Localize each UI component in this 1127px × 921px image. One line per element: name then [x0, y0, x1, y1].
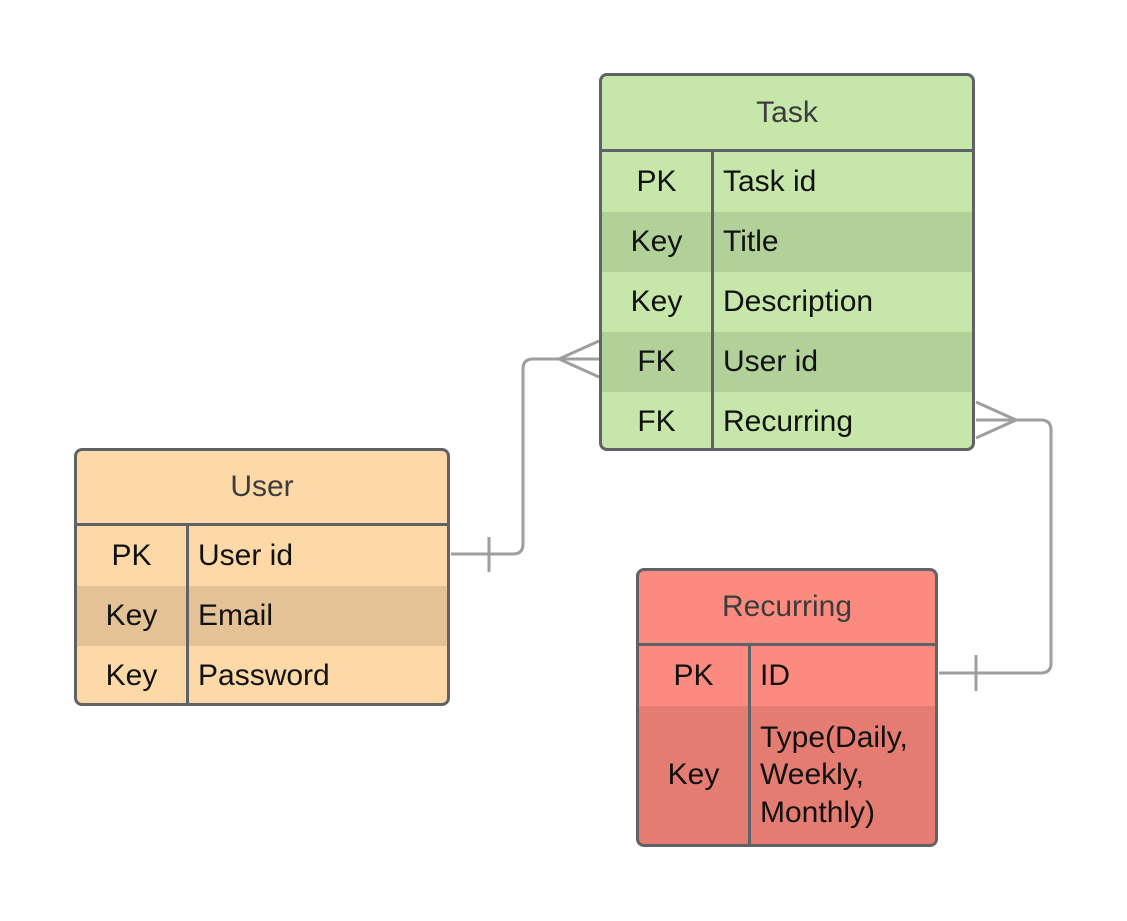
row-field-name: Email	[198, 599, 274, 633]
entity-row: Key Type(Daily, Weekly, Monthly)	[639, 706, 935, 844]
row-field-name: Recurring	[723, 405, 854, 439]
row-key: PK	[639, 646, 751, 706]
entity-title: User	[77, 451, 447, 526]
user-task-relationship	[451, 339, 600, 572]
entity-row: FK Recurring	[602, 392, 972, 448]
row-key: PK	[77, 526, 189, 586]
row-field-name: User id	[198, 539, 294, 573]
entity-row: PK User id	[77, 526, 447, 586]
task-entity[interactable]: Task PK Task id Key Title Key Descriptio…	[599, 73, 975, 451]
row-key: Key	[77, 586, 189, 646]
entity-title: Task	[602, 76, 972, 152]
row-key: Key	[639, 706, 751, 844]
entity-row: Key Password	[77, 646, 447, 703]
many-cardinality-crowsfoot-task	[555, 339, 600, 379]
recurring-task-connector-line	[939, 418, 1053, 675]
row-key: Key	[602, 212, 714, 272]
entity-row: Key Email	[77, 586, 447, 646]
many-cardinality-crowsfoot-task-recurring	[975, 400, 1020, 440]
user-task-connector-line	[451, 357, 599, 556]
recurring-task-relationship	[939, 400, 1053, 691]
entity-title: Recurring	[639, 571, 935, 646]
recurring-entity[interactable]: Recurring PK ID Key Type(Daily, Weekly, …	[636, 568, 938, 847]
row-key: PK	[602, 152, 714, 212]
entity-row: Key Title	[602, 212, 972, 272]
user-entity[interactable]: User PK User id Key Email Key Password	[74, 448, 450, 706]
entity-row: FK User id	[602, 332, 972, 392]
row-key: FK	[602, 392, 714, 448]
row-key: Key	[602, 272, 714, 332]
row-key: Key	[77, 646, 189, 703]
row-field-name: Password	[198, 659, 330, 693]
row-key: FK	[602, 332, 714, 392]
entity-row: PK Task id	[602, 152, 972, 212]
row-field-name: Task id	[723, 165, 817, 199]
entity-row: PK ID	[639, 646, 935, 706]
row-field-name: ID	[760, 659, 790, 693]
row-field-name: User id	[723, 345, 819, 379]
row-field-name: Title	[723, 225, 779, 259]
entity-row: Key Description	[602, 272, 972, 332]
row-field-name: Type(Daily, Weekly, Monthly)	[760, 720, 908, 829]
row-field-name: Description	[723, 285, 874, 319]
